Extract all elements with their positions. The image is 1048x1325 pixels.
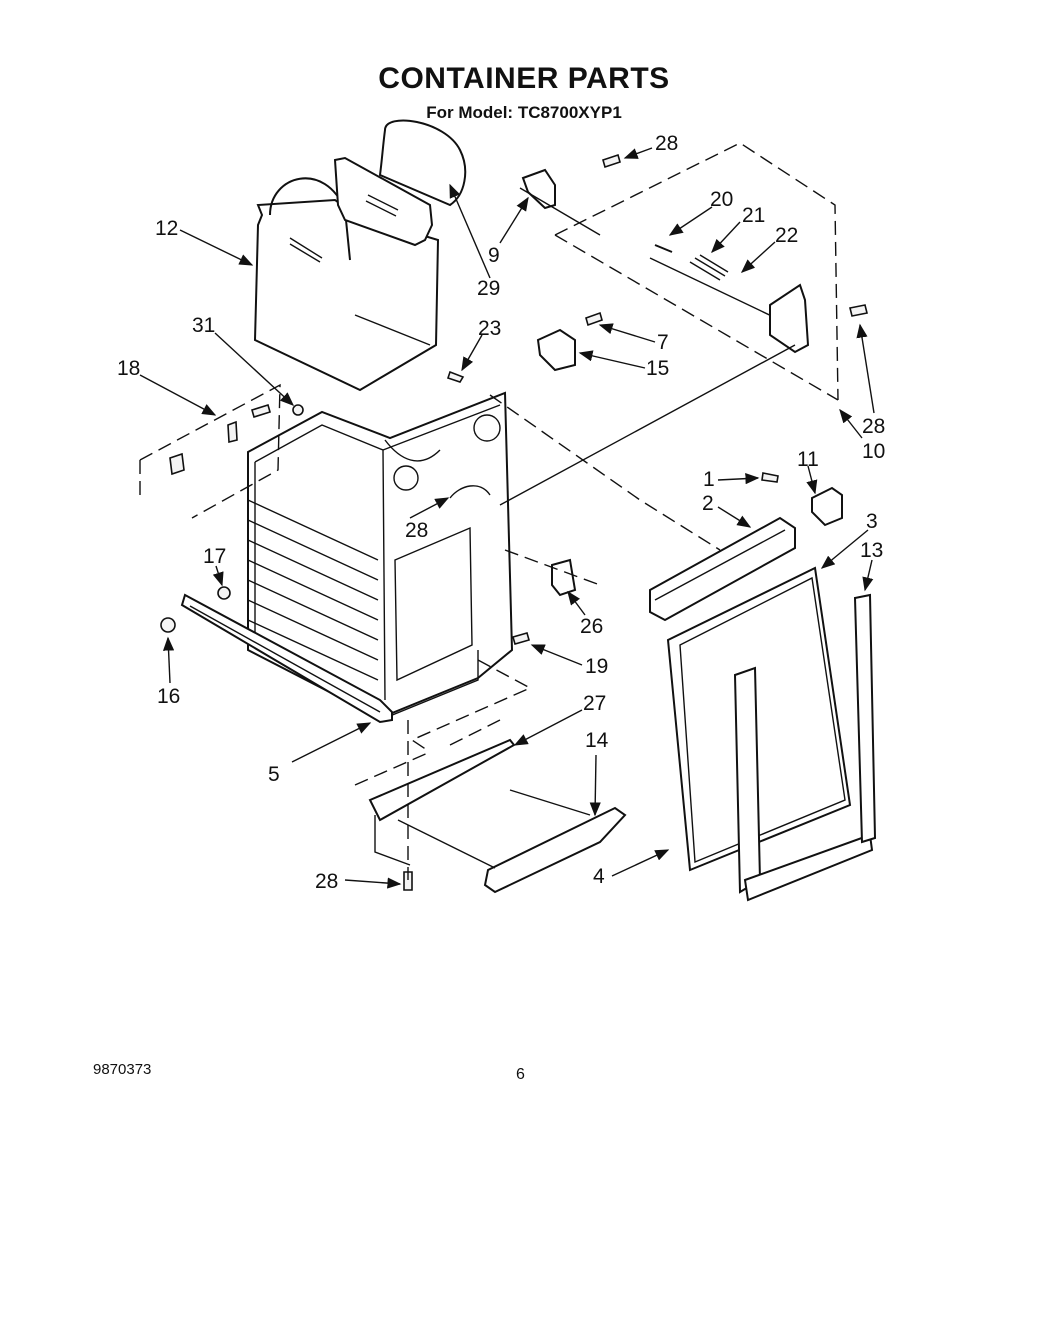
callout-3: 3 [866, 510, 878, 533]
part-bag-12 [253, 177, 440, 392]
part-drawer-27 [368, 738, 516, 866]
callout-16: 16 [157, 685, 180, 708]
callout-28-center: 28 [405, 519, 428, 542]
callout-4: 4 [593, 865, 605, 888]
part-door-panel [666, 566, 852, 872]
callout-12: 12 [155, 217, 178, 240]
callout-29: 29 [477, 277, 500, 300]
screw-parts [169, 153, 868, 891]
part-bag-29 [333, 119, 467, 247]
callout-10: 10 [862, 440, 885, 463]
document-number: 9870373 [93, 1061, 152, 1078]
solid-reference-lines [397, 187, 796, 869]
callout-18: 18 [117, 357, 140, 380]
callout-26: 26 [580, 615, 603, 638]
leader-lines [139, 147, 875, 889]
callout-28-bottom: 28 [315, 870, 338, 893]
callout-15: 15 [646, 357, 669, 380]
page-number: 6 [516, 1066, 525, 1083]
page-title: CONTAINER PARTS [378, 62, 670, 95]
part-door-frame-4 [733, 666, 874, 902]
part-handle-2-edge [654, 529, 786, 601]
part-rail-5 [160, 586, 393, 724]
part-hinge-9 [521, 168, 556, 210]
callout-19: 19 [585, 655, 608, 678]
part-rod-assembly [649, 244, 810, 354]
part-bracket-15 [536, 328, 576, 372]
part-bracket-26 [551, 558, 577, 597]
callout-9: 9 [488, 244, 500, 267]
callout-1: 1 [703, 468, 715, 491]
callout-11: 11 [797, 448, 819, 471]
model-subtitle: For Model: TC8700XYP1 [426, 103, 622, 122]
callout-17: 17 [203, 545, 226, 568]
callout-23: 23 [478, 317, 501, 340]
part-container-box [247, 391, 514, 721]
callout-20: 20 [710, 188, 733, 211]
dashed-reference-lines [139, 142, 839, 880]
callout-7: 7 [657, 331, 669, 354]
callout-13: 13 [860, 539, 883, 562]
callout-27: 27 [583, 692, 606, 715]
callout-22: 22 [775, 224, 798, 247]
callout-28-right: 28 [862, 415, 885, 438]
callout-2: 2 [702, 492, 714, 515]
callout-31: 31 [192, 314, 215, 337]
callout-14: 14 [585, 729, 609, 752]
callout-21: 21 [742, 204, 765, 227]
part-gasket-13 [853, 593, 877, 844]
callout-5: 5 [268, 763, 280, 786]
part-bracket-11 [811, 486, 843, 527]
part-drawer-front-14 [483, 806, 627, 894]
callout-28: 28 [655, 132, 678, 155]
